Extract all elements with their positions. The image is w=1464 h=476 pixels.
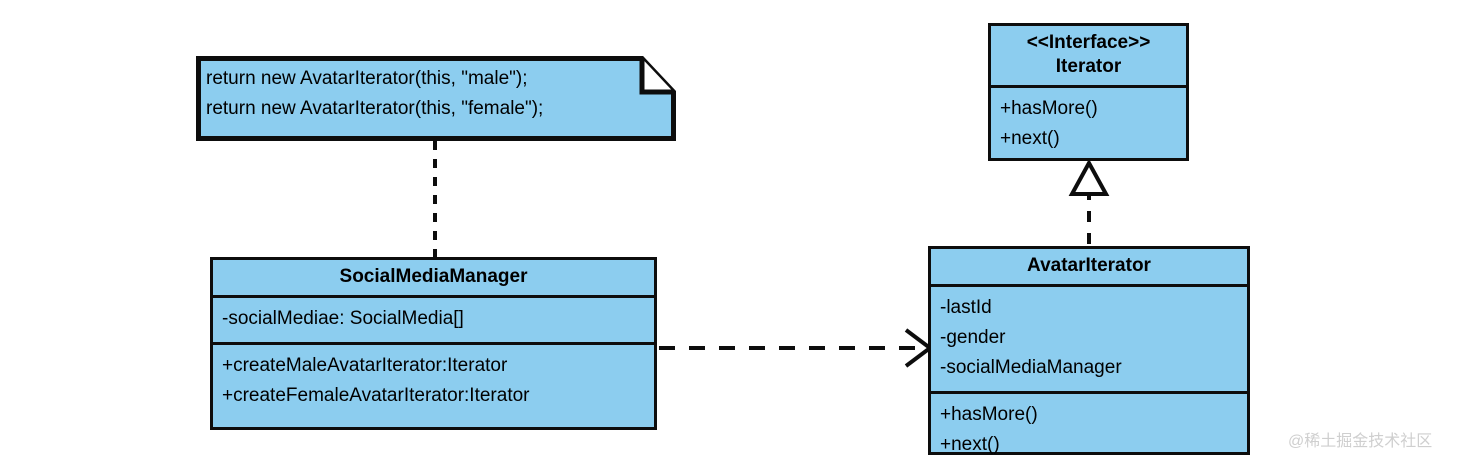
realization-hollow-triangle [1068,158,1110,196]
class-stereotype: <<Interface>> [1026,32,1151,53]
operations-compartment-social-media-manager: +createMaleAvatarIterator:Iterator +crea… [213,345,654,419]
note-text-block: return new AvatarIterator(this, "male");… [196,56,553,132]
code-note: return new AvatarIterator(this, "male");… [196,56,676,141]
class-name: AvatarIterator [1027,255,1151,276]
class-title-social-media-manager: SocialMediaManager [213,260,654,298]
class-name: SocialMediaManager [339,266,528,287]
note-line: return new AvatarIterator(this, "male"); [206,68,528,89]
class-operation: +createFemaleAvatarIterator:Iterator [222,385,530,406]
class-title-avatar-iterator: AvatarIterator [931,249,1247,287]
operations-compartment-iterator-interface: +hasMore() +next() [991,88,1186,162]
class-title-iterator-interface: <<Interface>> Iterator [991,26,1186,88]
class-box-social-media-manager[interactable]: SocialMediaManager -socialMediae: Social… [210,257,657,430]
class-operation: +next() [1000,128,1060,149]
class-name: Iterator [1055,56,1122,77]
class-attribute: -socialMediae: SocialMedia[] [222,308,464,329]
note-line: return new AvatarIterator(this, "female"… [206,98,544,119]
class-attribute: -lastId [940,297,992,318]
class-attribute: -socialMediaManager [940,357,1122,378]
class-box-iterator-interface[interactable]: <<Interface>> Iterator +hasMore() +next(… [988,23,1189,161]
note-shape [196,56,676,141]
operations-compartment-avatar-iterator: +hasMore() +next() [931,394,1247,468]
class-operation: +next() [940,434,1000,455]
class-operation: +createMaleAvatarIterator:Iterator [222,355,508,376]
attributes-compartment-avatar-iterator: -lastId -gender -socialMediaManager [931,287,1247,394]
class-box-avatar-iterator[interactable]: AvatarIterator -lastId -gender -socialMe… [928,246,1250,455]
class-operation: +hasMore() [1000,98,1098,119]
watermark-text: @稀土掘金技术社区 [1288,433,1433,450]
attributes-compartment-social-media-manager: -socialMediae: SocialMedia[] [213,298,654,345]
class-operation: +hasMore() [940,404,1038,425]
class-attribute: -gender [940,327,1006,348]
